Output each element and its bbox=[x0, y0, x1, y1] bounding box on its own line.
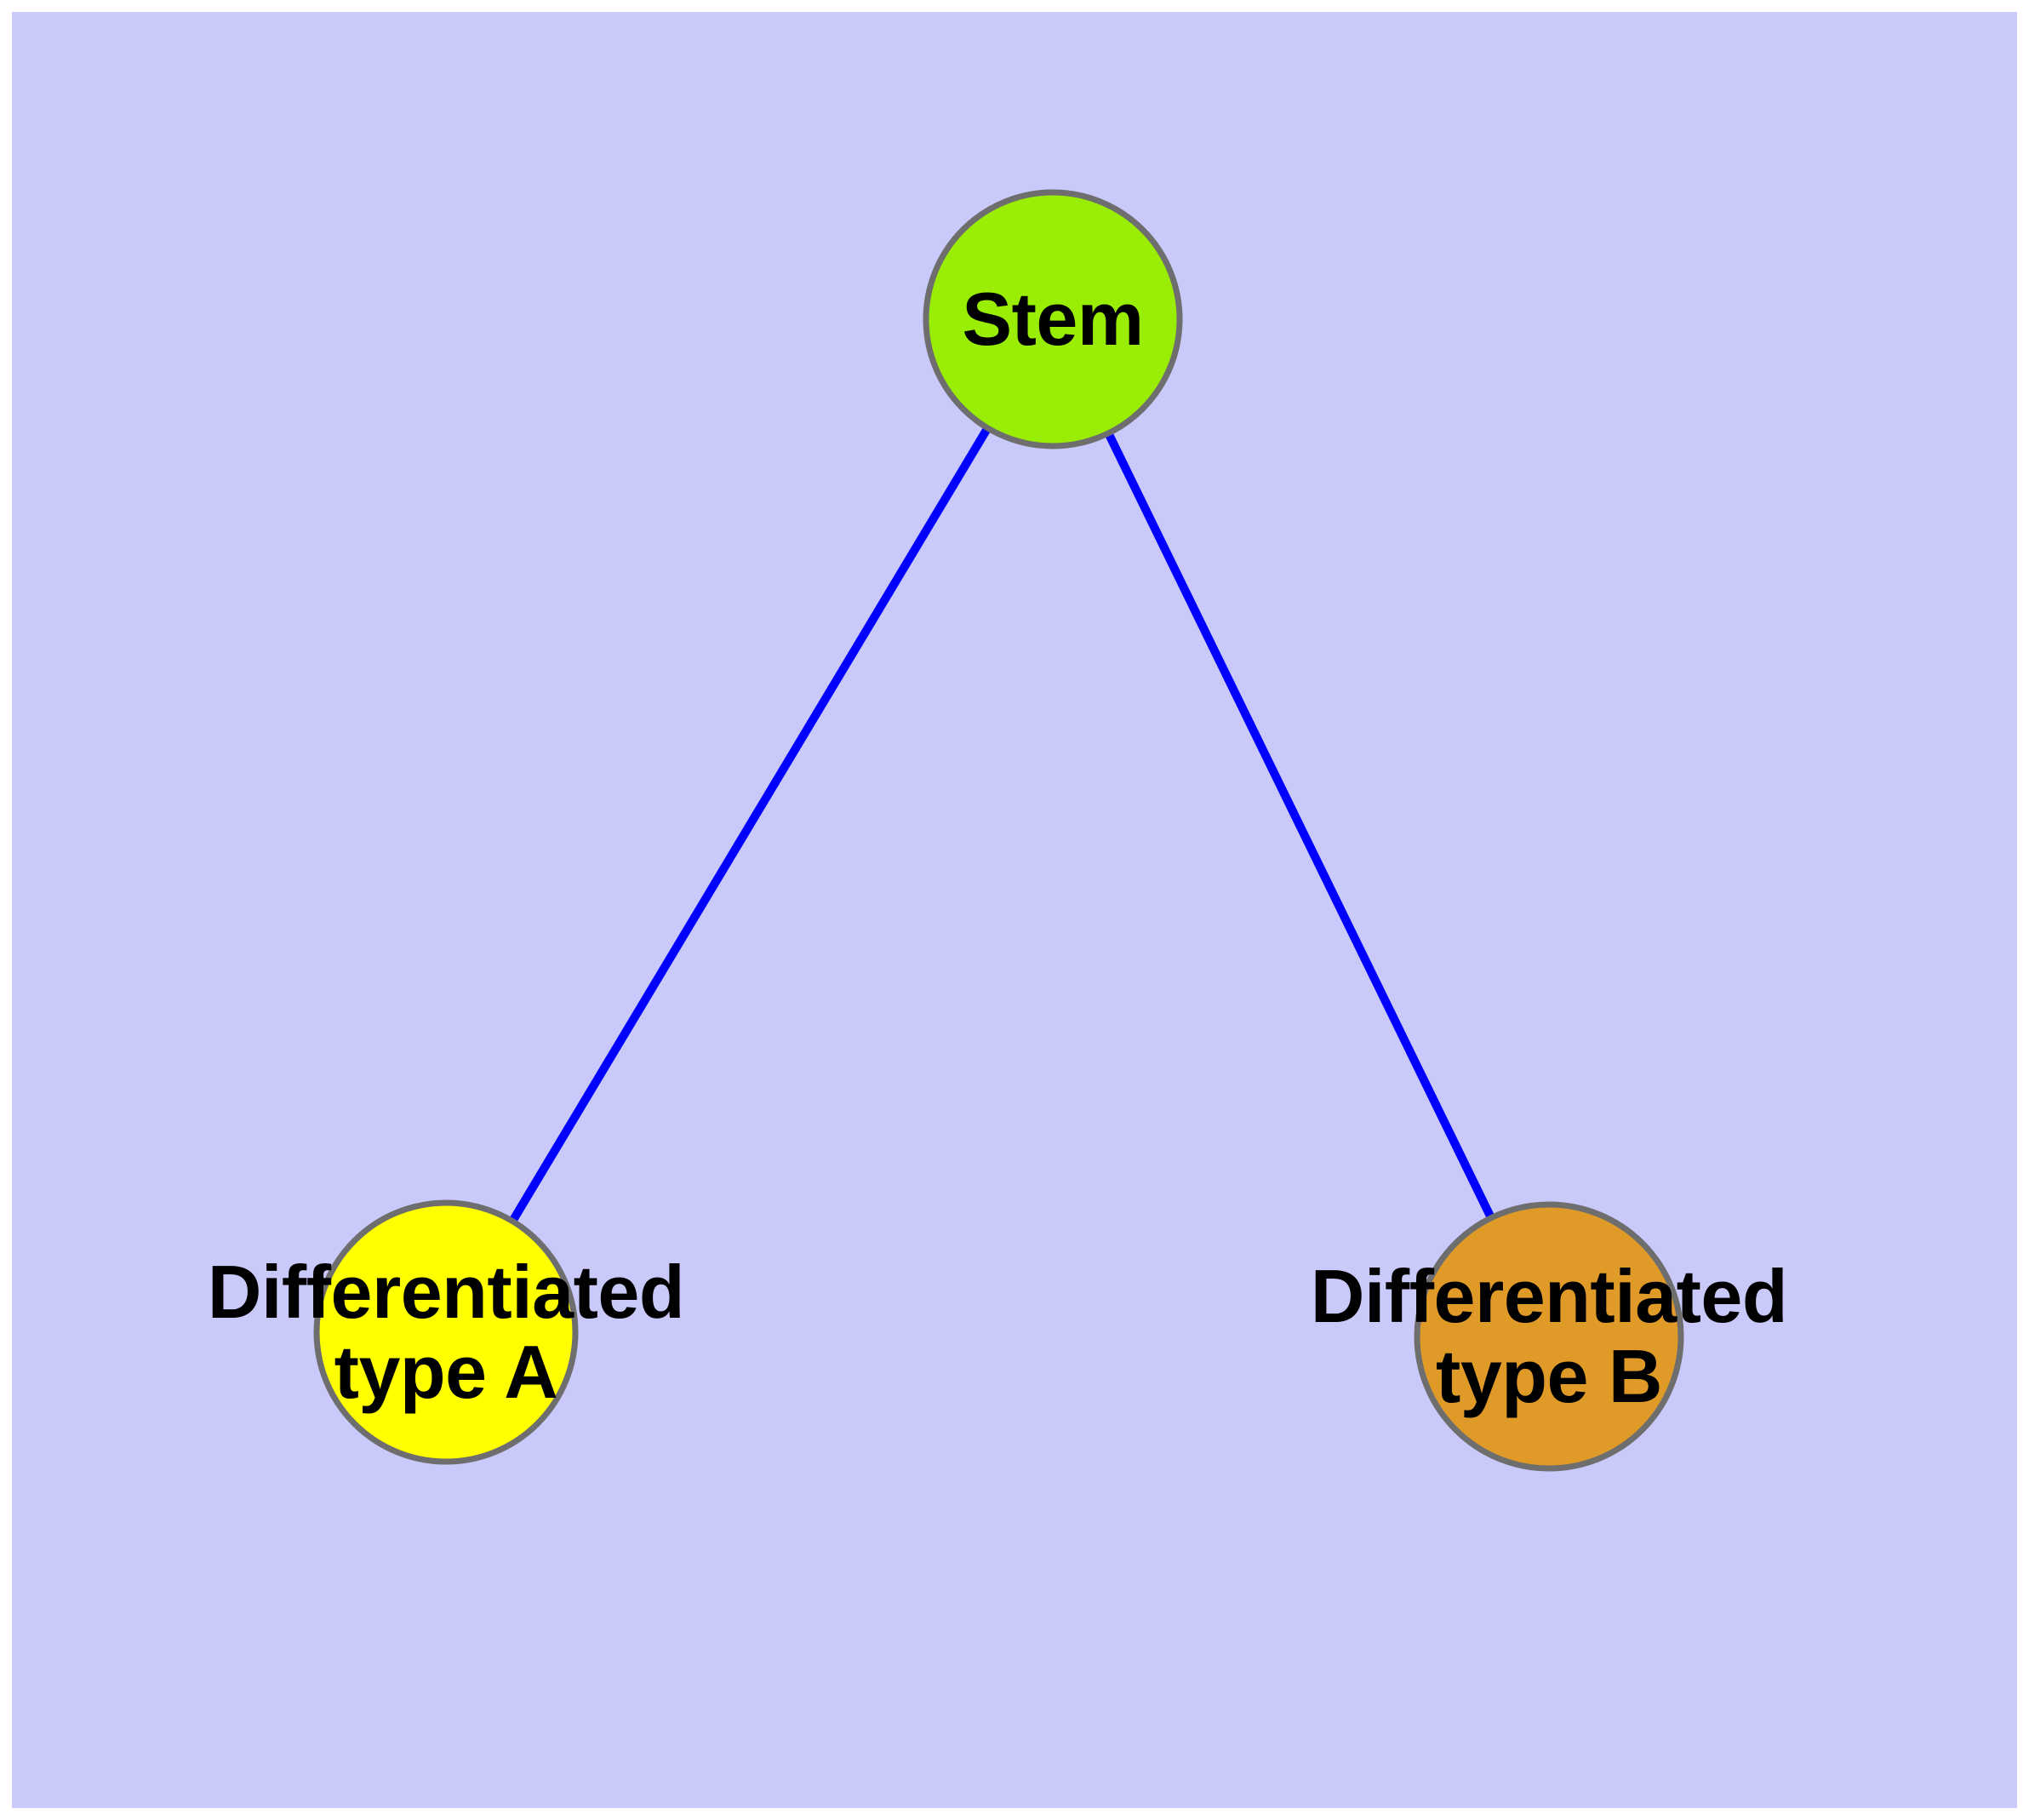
nodes-layer bbox=[313, 189, 1684, 1472]
graph-edge bbox=[509, 426, 991, 1222]
graph-node-diff_a[interactable] bbox=[313, 1199, 579, 1465]
graph-edge bbox=[1105, 432, 1495, 1219]
graph-node-diff_b[interactable] bbox=[1414, 1201, 1684, 1472]
graph-node-stem[interactable] bbox=[923, 189, 1183, 449]
edges-layer bbox=[509, 426, 1495, 1222]
